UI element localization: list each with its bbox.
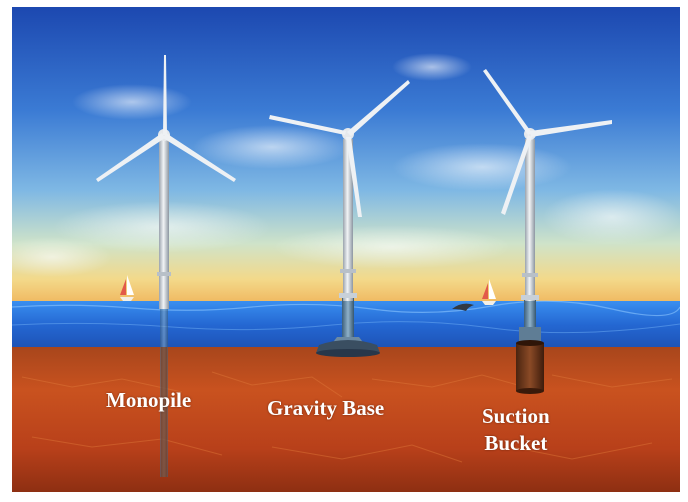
label-monopile: Monopile — [106, 388, 192, 412]
sailboat-left — [120, 275, 134, 301]
seabed — [12, 347, 680, 492]
label-suction-line2: Bucket — [484, 431, 548, 455]
label-suction-line1: Suction — [482, 404, 550, 428]
sailboat-right — [482, 279, 496, 305]
turbine-gravity-base — [269, 80, 410, 357]
dolphin — [452, 303, 474, 311]
turbine-suction-bucket — [483, 69, 612, 394]
label-suction-bucket: Suction Bucket — [482, 403, 550, 457]
label-gravity-base: Gravity Base — [267, 396, 385, 420]
clouds — [12, 53, 680, 277]
offshore-wind-foundations-illustration: Monopile Gravity Base Suction Bucket — [12, 7, 680, 492]
turbine-monopile — [96, 55, 236, 477]
